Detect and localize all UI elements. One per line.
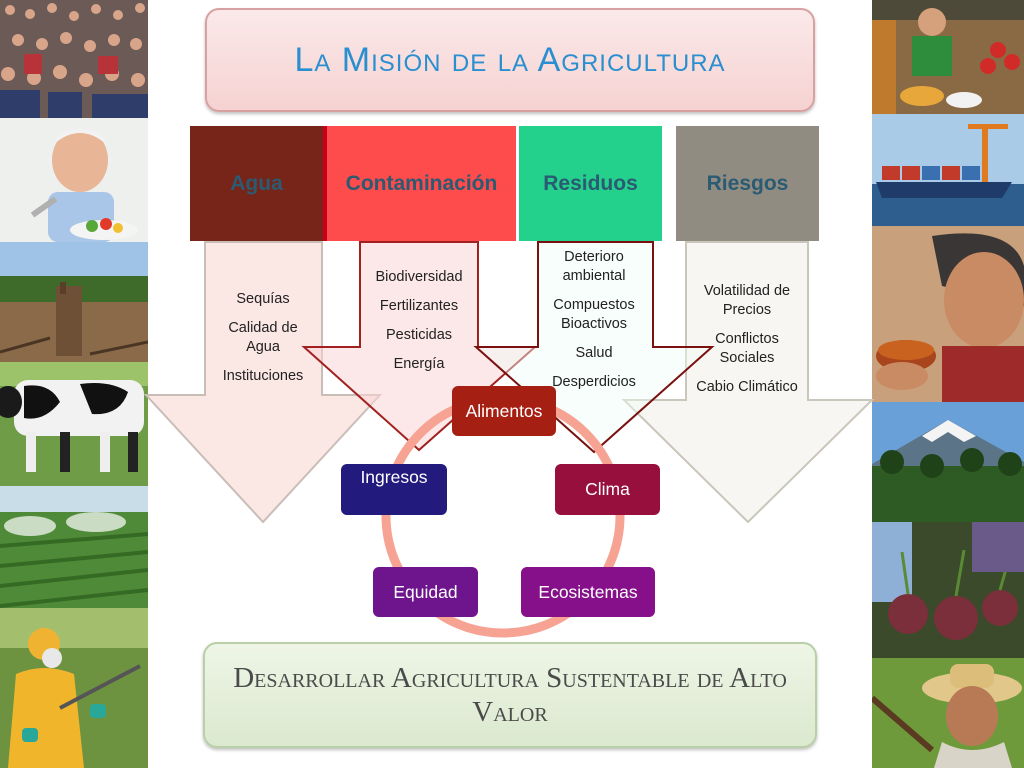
agua-list: Sequías Calidad de Agua Instituciones <box>214 290 312 396</box>
contaminacion-item: Fertilizantes <box>379 298 459 314</box>
arrow-agua <box>143 241 383 524</box>
left-photo-column <box>0 0 148 768</box>
photo-farmer-hat <box>872 658 1024 768</box>
contaminacion-list: Biodiversidad Fertilizantes Pesticidas E… <box>364 268 474 384</box>
riesgos-item: Volatilidad de Precios <box>703 283 791 318</box>
header-riesgos: Riesgos <box>676 126 819 241</box>
photo-beets <box>872 522 1024 658</box>
photo-irrigation <box>0 486 148 608</box>
agua-item: Sequías <box>236 291 290 307</box>
goal-text: Desarrollar Agricultura Sustentable de A… <box>233 662 787 728</box>
photo-market <box>872 0 1024 114</box>
header-riesgos-label: Riesgos <box>706 171 789 195</box>
contaminacion-item: Biodiversidad <box>375 269 463 285</box>
header-residuos-label: Residuos <box>543 171 638 195</box>
agua-item: Calidad de Agua <box>228 320 298 355</box>
residuos-item: Deterioro ambiental <box>562 249 626 284</box>
right-photo-column <box>872 0 1024 768</box>
header-contaminacion-label: Contaminación <box>345 171 498 195</box>
photo-deforestation <box>0 242 148 362</box>
cycle-node-label: Ecosistemas <box>538 581 638 602</box>
contaminacion-item: Pesticidas <box>385 327 453 343</box>
photo-volcano <box>872 402 1024 522</box>
arrow-riesgos <box>621 241 875 524</box>
photo-sprayer <box>0 608 148 768</box>
cycle-node-ecosistemas: Ecosistemas <box>521 567 655 617</box>
riesgos-item: Conflictos Sociales <box>715 331 779 366</box>
goal-banner: Desarrollar Agricultura Sustentable de A… <box>203 642 817 748</box>
header-divider <box>323 126 327 241</box>
cycle-node-label: Clima <box>585 479 630 499</box>
riesgos-list: Volatilidad de Precios Conflictos Social… <box>694 282 800 407</box>
cycle-node-equidad: Equidad <box>373 567 478 617</box>
contaminacion-item: Energía <box>393 356 445 372</box>
cycle-node-alimentos: Alimentos <box>452 386 556 436</box>
header-contaminacion: Contaminación <box>327 126 516 241</box>
header-residuos: Residuos <box>519 126 662 241</box>
residuos-list: Deterioro ambiental Compuestos Bioactivo… <box>544 248 644 402</box>
header-agua-label: Agua <box>230 171 283 195</box>
cycle-node-clima: Clima <box>555 464 660 515</box>
residuos-item: Desperdicios <box>552 374 636 390</box>
page-title: La Misión de la Agricultura <box>294 40 726 79</box>
title-banner: La Misión de la Agricultura <box>205 8 815 112</box>
photo-crowd <box>0 0 148 118</box>
photo-cows <box>0 362 148 486</box>
cycle-node-label: Alimentos <box>465 400 543 421</box>
photo-cargo-ship <box>872 114 1024 226</box>
agua-item: Instituciones <box>222 368 304 384</box>
residuos-item: Salud <box>575 345 613 361</box>
cycle-node-label: Equidad <box>393 581 458 602</box>
residuos-item: Compuestos Bioactivos <box>553 297 635 332</box>
photo-woman-spices <box>872 226 1024 402</box>
header-agua: Agua <box>190 126 323 241</box>
photo-man-eating <box>0 118 148 242</box>
cycle-node-ingresos: Ingresos <box>341 464 447 515</box>
riesgos-item: Cabio Climático <box>696 379 798 395</box>
cycle-node-label: Ingresos <box>360 467 428 487</box>
